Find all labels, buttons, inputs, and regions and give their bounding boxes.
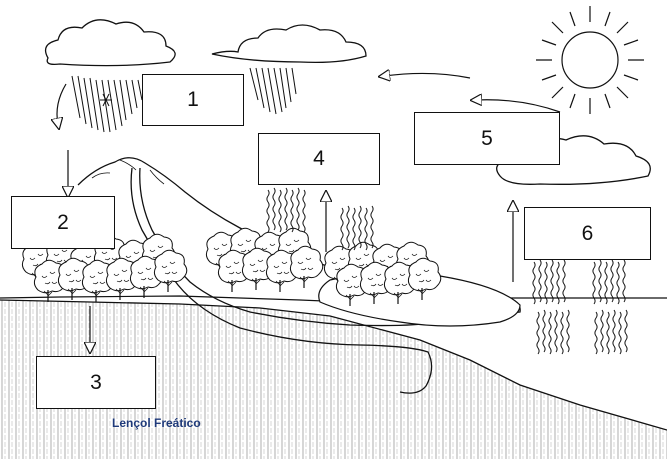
snowflake-icon [100,93,112,107]
label-box-5[interactable]: 5 [414,112,560,165]
forest-middle [205,227,324,293]
label-box-1[interactable]: 1 [142,74,244,126]
cloud-icon [44,19,176,67]
label-box-3[interactable]: 3 [36,356,156,409]
label-box-6[interactable]: 6 [524,207,651,260]
cloud-icon [211,24,367,64]
underground-soil [0,299,667,459]
arrow-icon [57,73,561,348]
rain-icon [71,75,143,133]
label-box-2[interactable]: 2 [11,196,115,249]
water-table-label: Lençol Freático [112,416,201,430]
rain-icon [249,67,297,115]
label-box-4[interactable]: 4 [258,133,380,185]
sun-icon [536,6,644,114]
